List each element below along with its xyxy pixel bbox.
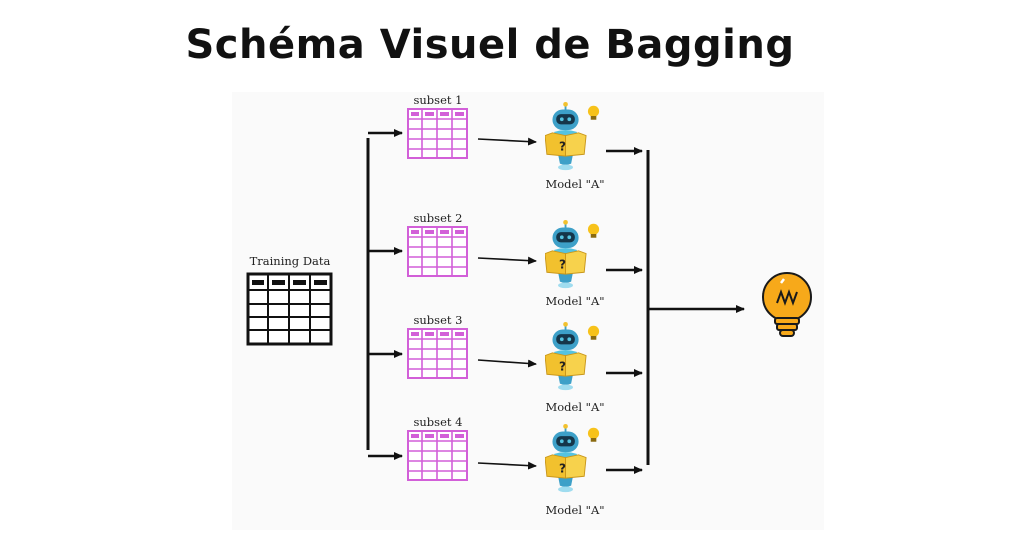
robot-icon	[545, 220, 601, 290]
model-label: Model "A"	[545, 503, 604, 517]
subset-row-2: subset 2 Model "A"	[368, 211, 643, 308]
pink-table-icon	[407, 328, 468, 379]
subset-row-4: subset 4 Model "A"	[368, 415, 643, 517]
lightbulb-icon	[762, 272, 812, 337]
subset-row-3: subset 3 Model "A"	[368, 313, 643, 414]
subset-row-1: subset 1 Model "A"	[368, 93, 643, 191]
pink-table-icon	[407, 108, 468, 159]
model-label: Model "A"	[545, 177, 604, 191]
robot-icon	[545, 424, 601, 494]
pink-table-icon	[407, 226, 468, 277]
subset-label: subset 4	[414, 415, 463, 429]
robot-icon	[545, 322, 601, 392]
subset-label: subset 2	[414, 211, 463, 225]
model-label: Model "A"	[545, 400, 604, 414]
pink-table-icon	[407, 430, 468, 481]
model-label: Model "A"	[545, 294, 604, 308]
page-title: Schéma Visuel de Bagging	[185, 22, 795, 68]
training-data-table-icon	[246, 272, 333, 346]
subset-label: subset 1	[414, 93, 463, 107]
subset-label: subset 3	[414, 313, 463, 327]
training-data-label: Training Data	[250, 254, 331, 268]
robot-icon	[545, 102, 601, 172]
